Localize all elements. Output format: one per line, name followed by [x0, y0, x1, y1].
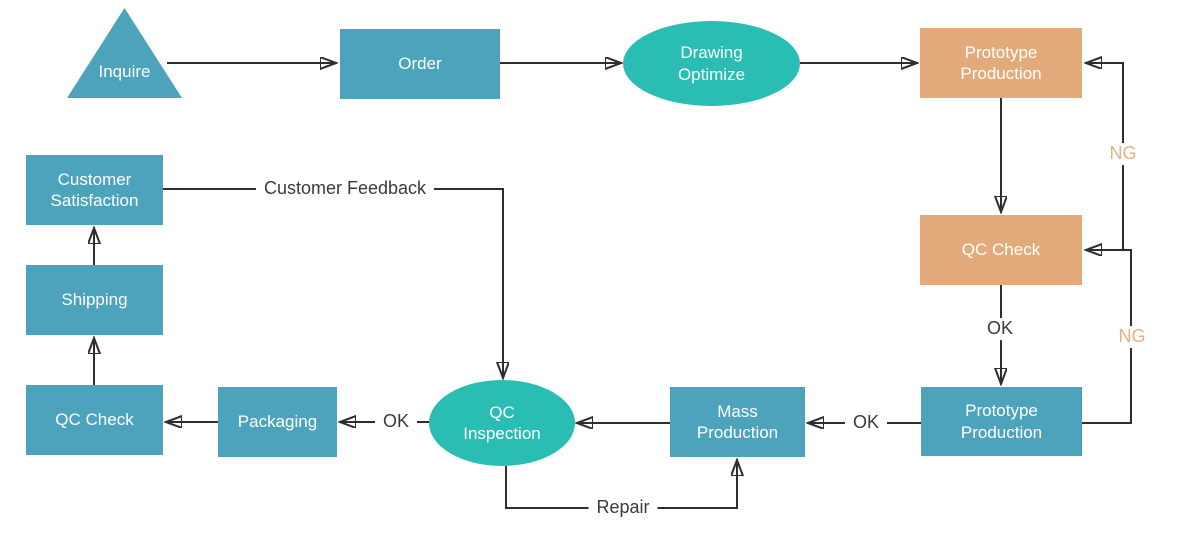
node-qc-inspection: QC Inspection: [429, 380, 575, 466]
node-inquire-label: Inquire: [98, 61, 151, 81]
ok-label-prototype-to-mass: OK: [844, 412, 888, 434]
ng-label-bottom: NG: [1113, 326, 1151, 348]
node-qc-check-left-label: QC Check: [55, 410, 134, 430]
node-qc-check-right: QC Check: [920, 215, 1082, 285]
node-prototype-production-top: Prototype Production: [920, 28, 1082, 98]
repair-label: Repair: [588, 497, 658, 519]
node-customer-satisfaction-label: Customer Satisfaction: [50, 169, 139, 210]
node-order: Order: [340, 29, 500, 99]
node-mass-production-label: Mass Production: [696, 401, 779, 442]
ok-label-inspection-to-packaging: OK: [374, 411, 418, 433]
edge-customer-feedback-to-qc-inspection: [163, 188, 503, 378]
node-drawing-optimize-label: Drawing Optimize: [677, 43, 746, 84]
node-qc-inspection-label: QC Inspection: [463, 402, 541, 443]
node-prototype-production-bottom-label: Prototype Production: [960, 401, 1043, 442]
node-customer-satisfaction: Customer Satisfaction: [26, 155, 163, 225]
node-prototype-production-top-label: Prototype Production: [960, 42, 1042, 83]
node-qc-check-right-label: QC Check: [961, 240, 1041, 260]
customer-feedback-label: Customer Feedback: [255, 178, 435, 200]
node-mass-production: Mass Production: [670, 387, 805, 457]
node-drawing-optimize: Drawing Optimize: [623, 21, 800, 106]
node-prototype-production-bottom: Prototype Production: [921, 387, 1082, 456]
ng-label-top: NG: [1104, 143, 1142, 165]
node-order-label: Order: [398, 54, 442, 74]
node-packaging: Packaging: [218, 387, 337, 457]
node-shipping: Shipping: [26, 265, 163, 335]
ok-label-qc-to-prototype: OK: [978, 318, 1022, 340]
node-packaging-label: Packaging: [237, 412, 318, 432]
edge-ng-to-prototype-top: [1086, 63, 1124, 250]
node-qc-check-left: QC Check: [26, 385, 163, 455]
node-shipping-label: Shipping: [61, 290, 128, 310]
